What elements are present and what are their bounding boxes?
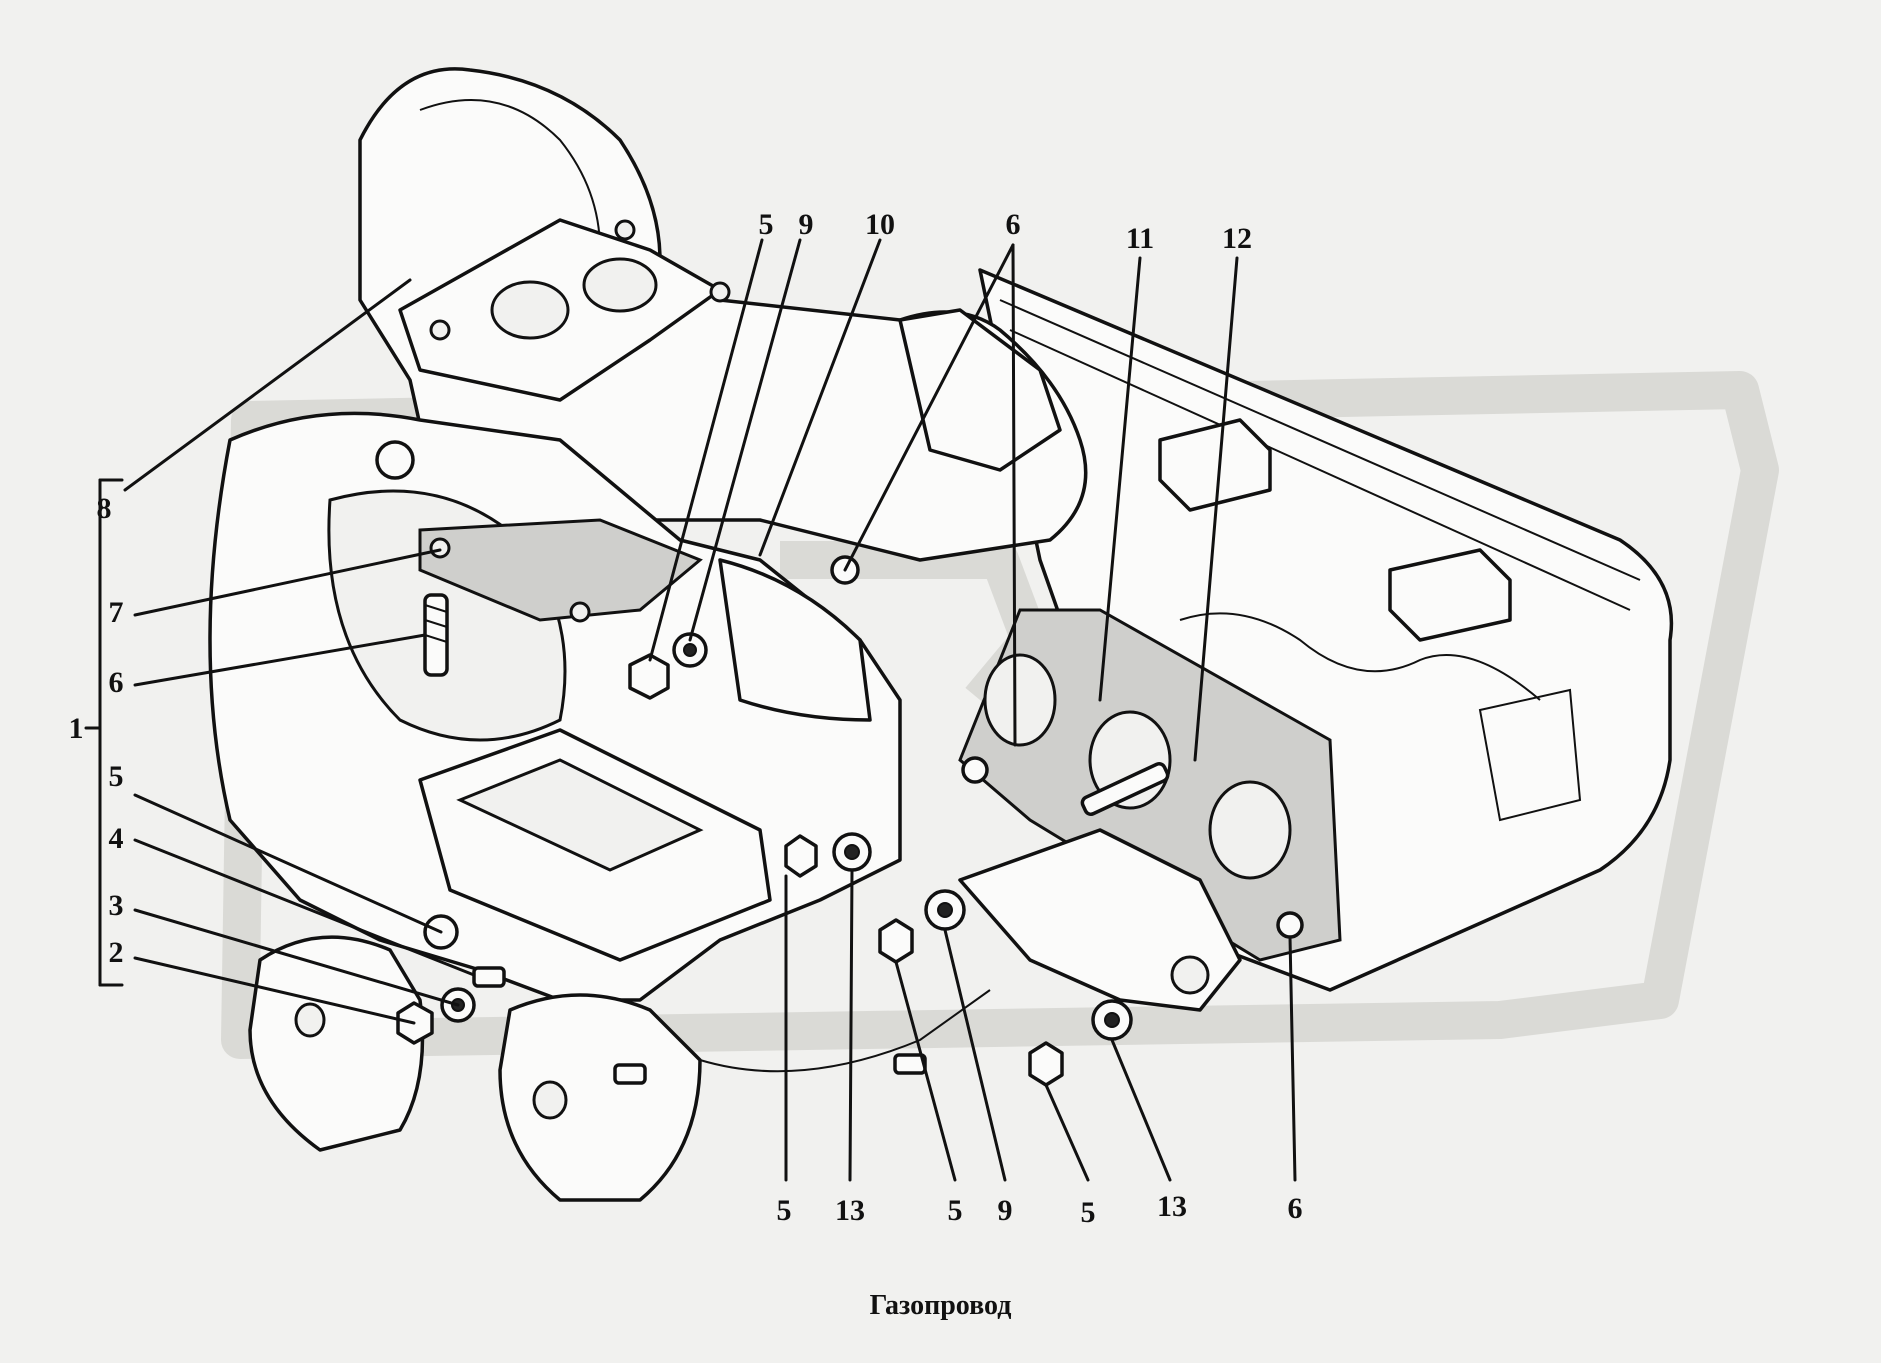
exhaust-manifold [208, 411, 1242, 1202]
callout-5: 5 [1081, 1196, 1096, 1229]
nut [1028, 1041, 1064, 1087]
exhaust-outlet-flange [498, 993, 702, 1202]
callout-11: 11 [1126, 222, 1154, 255]
nut [628, 653, 670, 700]
callout-10: 10 [865, 208, 895, 241]
callout-labels: 8 7 6 1 5 4 3 2 5 9 10 6 11 12 5 13 5 9 … [69, 208, 1303, 1229]
bolt-head [375, 440, 415, 480]
callout-6: 6 [1288, 1192, 1303, 1225]
exhaust-outlet-flange [248, 935, 425, 1152]
camshaft-cap [1158, 418, 1272, 512]
nut [784, 834, 818, 878]
callout-1: 1 [69, 712, 84, 745]
leader-lines [84, 238, 1297, 1182]
callout-8: 8 [97, 492, 112, 525]
callout-5: 5 [109, 760, 124, 793]
callout-6: 6 [1006, 208, 1021, 241]
stud [1080, 762, 1170, 816]
callout-7: 7 [109, 596, 124, 629]
callout-6: 6 [109, 666, 124, 699]
callout-5: 5 [777, 1194, 792, 1227]
callout-5: 5 [948, 1194, 963, 1227]
stud [472, 966, 506, 988]
diagram-caption: Газопровод [869, 1290, 1012, 1321]
callout-2: 2 [109, 936, 124, 969]
nut [1276, 911, 1304, 939]
callout-9: 9 [799, 208, 814, 241]
callout-4: 4 [109, 822, 124, 855]
callout-13: 13 [1157, 1190, 1187, 1223]
stud [613, 1063, 647, 1085]
camshaft-cap [1388, 548, 1512, 642]
intake-gasket [418, 518, 703, 623]
callout-5: 5 [759, 208, 774, 241]
callout-13: 13 [835, 1194, 865, 1227]
callout-3: 3 [109, 889, 124, 922]
callout-12: 12 [1222, 222, 1252, 255]
nut [961, 756, 989, 784]
callout-9: 9 [998, 1194, 1013, 1227]
nut [878, 918, 914, 964]
